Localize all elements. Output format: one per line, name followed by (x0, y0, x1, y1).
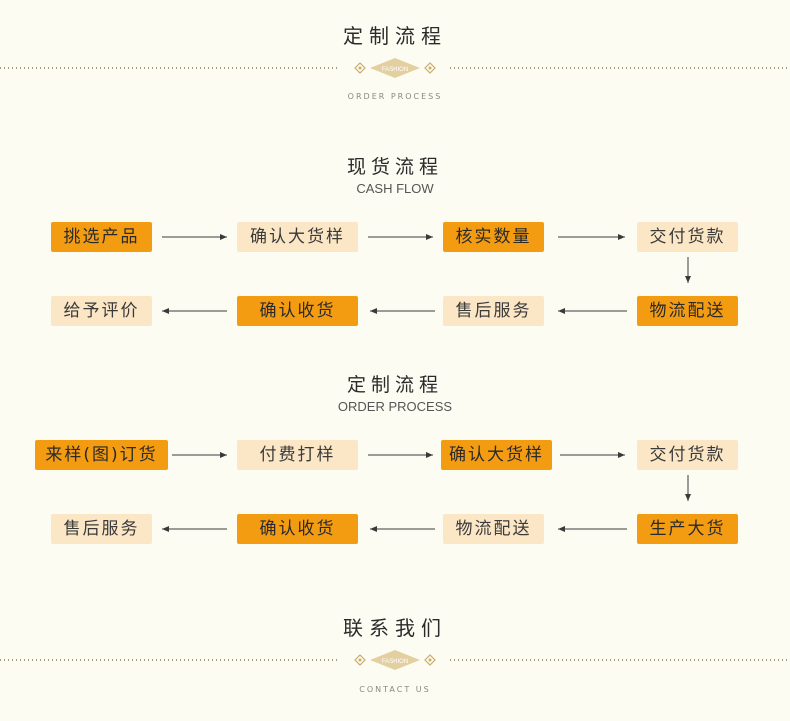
badge-diamond-icon (370, 58, 420, 78)
step-review: 给予评价 (51, 296, 152, 326)
ornament-left-icon (354, 654, 366, 666)
step-pay-custom: 交付货款 (637, 440, 738, 470)
cash-flow-title: 现货流程 (346, 156, 443, 178)
ornament-right-icon (424, 62, 436, 74)
header-divider: FASHION (0, 58, 790, 78)
step-pay: 交付货款 (637, 222, 738, 252)
step-verify-quantity: 核实数量 (443, 222, 544, 252)
step-confirm-sample: 确认大货样 (237, 222, 358, 252)
ornament-left-icon (354, 62, 366, 74)
step-after-sales: 售后服务 (443, 296, 544, 326)
step-mass-production: 生产大货 (637, 514, 738, 544)
step-confirm-receipt-custom: 确认收货 (237, 514, 358, 544)
custom-flow-subtitle: ORDER PROCESS (337, 399, 453, 414)
step-logistics: 物流配送 (637, 296, 738, 326)
custom-flow-title: 定制流程 (346, 374, 443, 396)
step-paid-sampling: 付费打样 (237, 440, 358, 470)
cash-flow-subtitle: CASH FLOW (356, 181, 434, 196)
header-badge: FASHION (382, 67, 408, 73)
header-subtitle: ORDER PROCESS (347, 92, 443, 101)
ornament-right-icon (424, 654, 436, 666)
badge-diamond-icon (370, 650, 420, 670)
step-after-sales-custom: 售后服务 (51, 514, 152, 544)
step-logistics-custom: 物流配送 (443, 514, 544, 544)
step-select-product: 挑选产品 (51, 222, 152, 252)
footer-title: 联系我们 (343, 616, 447, 640)
header-title: 定制流程 (343, 24, 447, 48)
step-confirm-bulk-sample: 确认大货样 (441, 440, 552, 470)
step-confirm-receipt: 确认收货 (237, 296, 358, 326)
step-order-by-sample: 来样(图)订货 (35, 440, 168, 470)
footer-badge: FASHION (382, 659, 408, 665)
footer-subtitle: CONTACT US (359, 685, 431, 694)
footer-divider: FASHION (0, 650, 790, 670)
